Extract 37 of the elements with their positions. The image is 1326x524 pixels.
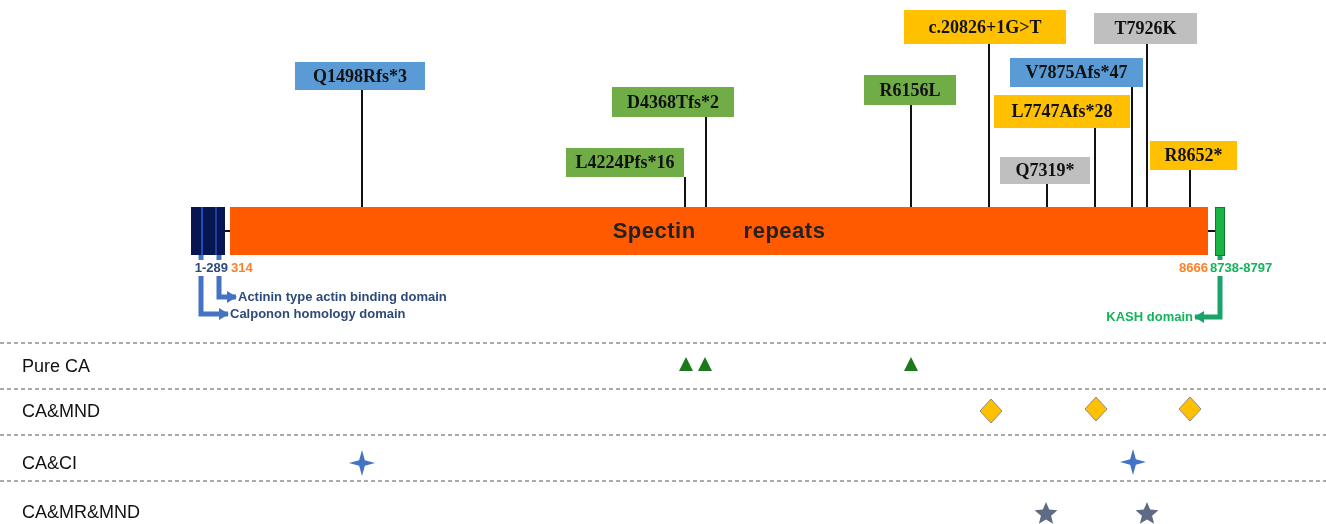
elbow-arrow <box>1194 256 1223 323</box>
domain-note: Actinin type actin binding domain <box>238 289 538 305</box>
row-label: CA&MND <box>22 400 101 422</box>
row-label: Pure CA <box>22 355 92 377</box>
domain-note: KASH domain <box>1095 309 1193 325</box>
position-label: 8738-8797 <box>1210 260 1273 276</box>
mutation-label: Q7319* <box>1000 157 1090 184</box>
leader-line <box>1094 127 1096 208</box>
domain-title: Spectin <box>612 218 696 244</box>
mutation-label: L7747Afs*28 <box>994 95 1130 128</box>
mutation-label: Q1498Rfs*3 <box>295 62 425 90</box>
domain-title: repeats <box>743 218 826 244</box>
leader-line <box>1146 43 1148 208</box>
mutation-label: L4224Pfs*16 <box>566 148 684 177</box>
elbow-arrow <box>198 255 229 320</box>
domain-note: Calponon homology domain <box>230 306 450 322</box>
leader-line <box>988 43 990 208</box>
mutation-label: R8652* <box>1150 141 1237 170</box>
leader-line <box>1131 86 1133 208</box>
kash-domain-bar <box>1215 207 1225 256</box>
leader-line <box>684 176 686 208</box>
leader-line <box>705 116 707 208</box>
mutation-label: T7926K <box>1094 13 1197 44</box>
leader-line <box>1046 183 1048 208</box>
position-label: 1-289 <box>194 260 228 276</box>
row-label: CA&CI <box>22 452 78 474</box>
spectrin-repeats-bar <box>230 207 1208 255</box>
leader-line <box>1189 169 1191 208</box>
leader-line <box>910 104 912 208</box>
mutation-label: c.20826+1G>T <box>904 10 1066 44</box>
calponin-domain-bar <box>191 207 225 255</box>
mutation-label: R6156L <box>864 75 956 105</box>
mutation-label: V7875Afs*47 <box>1010 58 1143 87</box>
elbow-arrow <box>216 255 237 303</box>
leader-line <box>361 89 363 208</box>
mutation-label: D4368Tfs*2 <box>612 87 734 117</box>
row-label: CA&MR&MND <box>22 501 141 523</box>
